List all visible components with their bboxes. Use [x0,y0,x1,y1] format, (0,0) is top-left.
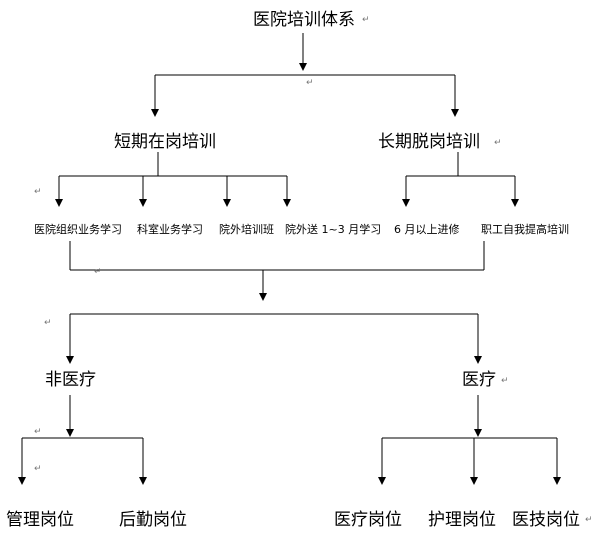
paragraph-mark: ↵ [585,515,593,525]
category-nonmedical: 非医疗 [45,370,96,390]
post-logistics: 后勤岗位 [119,510,187,530]
paragraph-mark: ↵ [362,15,370,25]
paragraph-mark: ↵ [44,318,52,328]
paragraph-mark: ↵ [94,267,102,277]
item-self-training: 职工自我提高培训 [481,223,569,236]
branch-short-term: 短期在岗培训 [114,132,216,152]
item-outside-study: 院外送 1~3 月学习 [285,223,382,236]
paragraph-mark: ↵ [34,427,42,437]
post-clinical: 医疗岗位 [334,510,402,530]
item-dept-study: 科室业务学习 [137,223,203,236]
item-hospital-study: 医院组织业务学习 [34,223,122,236]
paragraph-mark: ↵ [34,464,42,474]
post-nursing: 护理岗位 [428,510,496,530]
post-technician: 医技岗位 [512,510,580,530]
category-medical: 医疗 [462,370,496,390]
item-outside-class: 院外培训班 [219,223,274,236]
branch-long-term: 长期脱岗培训 [378,132,480,152]
paragraph-mark: ↵ [306,78,314,88]
paragraph-mark: ↵ [494,138,502,148]
item-advanced-study: 6 月以上进修 [394,223,460,236]
paragraph-mark: ↵ [34,187,42,197]
paragraph-mark: ↵ [501,376,509,386]
diagram-title: 医院培训体系 [253,10,355,30]
post-management: 管理岗位 [6,510,74,530]
